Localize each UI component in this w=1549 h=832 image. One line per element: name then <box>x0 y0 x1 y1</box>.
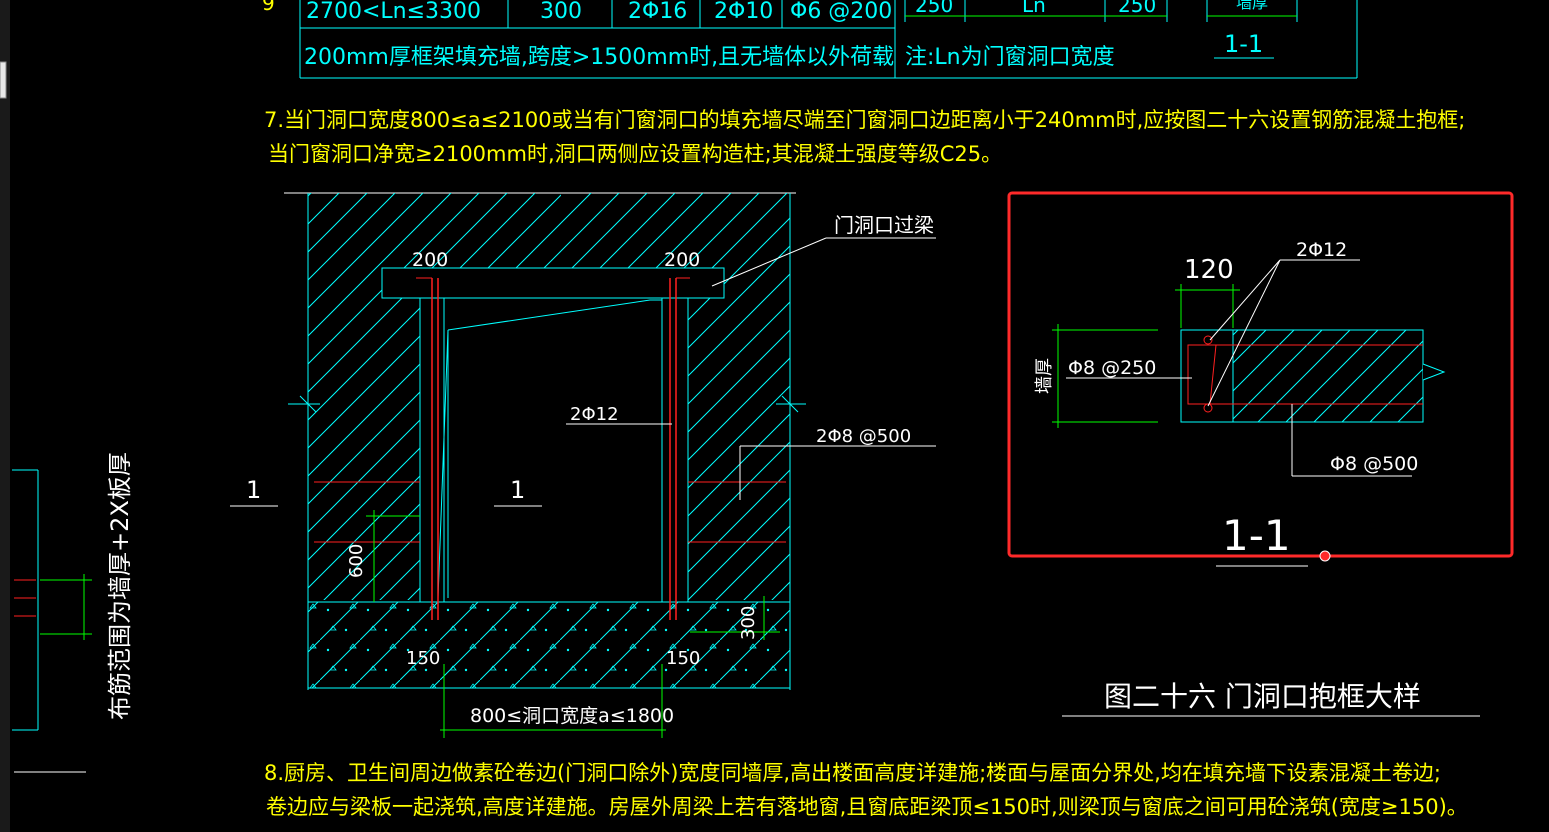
table-cell-bottom-bar: 2Φ10 <box>714 0 773 24</box>
table-wall-label: 墙厚 <box>1236 0 1268 12</box>
lintel-taper <box>447 299 663 598</box>
table-dim-250-left: 250 <box>915 0 953 17</box>
dim-300-text: 300 <box>738 606 759 640</box>
section-detail: 120 2Φ12 墙厚 Φ8 @250 Φ8 @500 1-1 <box>1007 191 1514 567</box>
elev-dim-200-right: 200 <box>664 249 700 271</box>
dim-600-text: 600 <box>346 544 367 578</box>
door-opening <box>444 298 662 600</box>
elevation-drawing: 200 200 门洞口过梁 2Φ12 2Φ8 @500 1 1 600 300 … <box>230 178 936 738</box>
rebar-dot-top <box>1203 335 1213 345</box>
left-vertical-label: 布筋范围为墙厚+2X板厚 <box>106 452 134 720</box>
left-toolbar-tab[interactable] <box>0 61 7 99</box>
table-cell-stirrup: Φ6 @200 <box>790 0 892 24</box>
section-mark-left: 1 <box>246 476 261 504</box>
right-jamb <box>661 297 689 603</box>
highlight-grip-handle[interactable] <box>1319 550 1331 562</box>
section-break <box>1422 330 1446 422</box>
elev-dim-200-left: 200 <box>412 249 448 271</box>
note8-line2: 卷边应与梁板一起浇筑,高度详建施。房屋外周梁上若有落地窗,且窗底距梁顶≤150时… <box>266 795 1468 819</box>
table-note-row: 200mm厚框架填充墙,跨度>1500mm时,且无墙体以外荷载 <box>304 45 894 70</box>
note7-line2: 当门窗洞口净宽≥2100mm时,洞口两侧应设置构造柱;其混凝土强度等级C25。 <box>268 142 1002 166</box>
lintel-beam <box>381 267 725 299</box>
table-note: 注:Ln为门窗洞口宽度 <box>905 45 1115 70</box>
table-cell-top-bar: 2Φ16 <box>628 0 687 24</box>
table-section-label: 1-1 <box>1224 30 1263 58</box>
section-wall-label: 墙厚 <box>1034 358 1055 394</box>
section-rebar-leader-2 <box>1207 259 1281 407</box>
elev-dist-label: 2Φ8 @500 <box>816 426 911 447</box>
taper-line <box>437 329 449 599</box>
figure-title: 图二十六 门洞口抱框大样 <box>1104 680 1421 713</box>
top-table: 9 2700<Ln≤3300 300 2Φ16 2Φ10 Φ6 @200 200… <box>262 0 1358 79</box>
break-line-left <box>288 395 320 413</box>
lintel-leader <box>711 237 827 287</box>
section-stirrup-label: Φ8 @250 <box>1068 357 1156 379</box>
section-rebar-label: 2Φ12 <box>1296 239 1347 261</box>
elev-rebar-label: 2Φ12 <box>570 404 619 425</box>
table-dim-250-right: 250 <box>1118 0 1156 17</box>
left-toolbar-strip <box>0 0 10 832</box>
dim-120-text: 120 <box>1184 255 1234 285</box>
note7-line1: 7.当门洞口宽度800≤a≤2100或当有门窗洞口的填充墙尽端至门窗洞口边距离小… <box>264 108 1465 132</box>
section-dist-label: Φ8 @500 <box>1330 453 1418 475</box>
section-mark-mid: 1 <box>510 476 525 504</box>
note8-line1: 8.厨房、卫生间周边做素砼卷边(门洞口除外)宽度同墙厚,高出楼面高度详建施;楼面… <box>264 761 1441 785</box>
dim-150-left: 150 <box>406 648 440 669</box>
table-cell-height: 300 <box>540 0 582 24</box>
table-cell-span: 2700<Ln≤3300 <box>306 0 481 24</box>
break-line-right <box>776 395 806 413</box>
section-rebar-leader-1 <box>1209 259 1281 341</box>
rebar-dot-bottom <box>1203 403 1213 413</box>
table-row-label: 9 <box>262 0 275 15</box>
highlight-frame[interactable] <box>1007 191 1514 558</box>
lintel-label: 门洞口过梁 <box>834 213 934 237</box>
concrete-base <box>307 601 791 689</box>
left-panel: 布筋范围为墙厚+2X板厚 <box>0 0 134 832</box>
dim-150-right: 150 <box>666 648 700 669</box>
width-label: 800≤洞口宽度a≤1800 <box>470 705 674 727</box>
table-dim-ln: Ln <box>1022 0 1046 17</box>
section-title: 1-1 <box>1222 511 1291 560</box>
